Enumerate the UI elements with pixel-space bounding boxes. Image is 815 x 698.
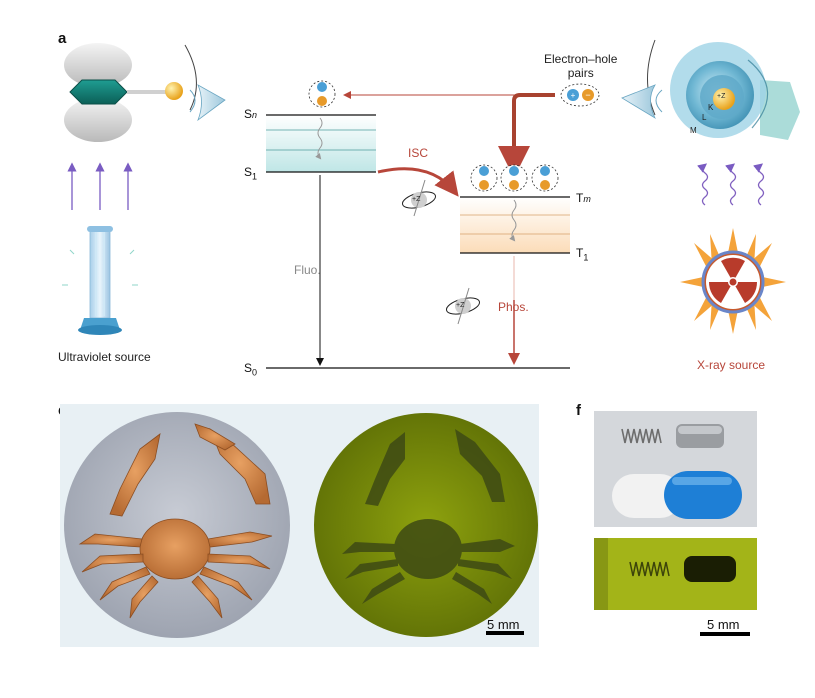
spin-orbit-icon-phos [445,287,481,325]
spin-orbit-icon-isc [401,179,437,217]
spin-pairs-tm [470,164,559,192]
electron-hole-pair-icon: + − [560,83,600,107]
phosphor-molecule-icon [64,43,183,142]
isc-arrow [377,167,459,197]
scale-label-e: 5 mm [487,617,520,632]
xray-source-label: X-ray source [697,358,766,372]
excitation-arrow-to-tm [498,93,555,178]
crab-xray-image [314,413,538,637]
radiation-hazard-icon [680,228,786,334]
level-label-tm: Tm [576,191,591,205]
electron-hole-label-line1: Electron–hole [544,52,618,66]
capsule-icon [612,471,742,519]
atom-shell-k-label: K [708,103,714,112]
spin-icon-phos-label: +Z [456,302,465,309]
atom-shell-icon [670,42,800,140]
fluorescence-label: Fluo. [294,263,321,277]
electron-hole-label: Electron–hole pairs [544,52,617,80]
uv-source-label: Ultraviolet source [58,350,151,364]
panel-f-photo-top [594,411,757,527]
uv-lamp-icon [62,226,138,335]
panel-label-f: f [576,402,581,419]
scale-label-f: 5 mm [707,617,740,632]
level-label-s0: S0 [244,361,258,378]
spring-icon [621,428,662,444]
level-label-t1: T1 [576,246,589,263]
atom-shell-l-label: L [702,113,707,122]
triplet-manifold [460,196,570,254]
svg-text:+: + [571,91,576,100]
energy-transfer-arrow-right [621,39,663,120]
xray-wave-arrows [697,163,765,206]
atom-nucleus-label: +Z [717,93,726,100]
panel-label-a: a [58,30,67,47]
jablonski-diagram: + − [62,39,800,369]
spin-pair-sn [308,80,336,108]
level-label-sn: Sn [244,107,258,121]
uv-arrows [67,162,133,210]
energy-transfer-arrow-left [184,44,226,122]
scale-bar-e [486,631,524,635]
phosphorescence-label: Phos. [498,300,529,314]
scale-bar-f [700,632,750,636]
panel-e-photo [60,404,539,647]
atom-shell-m-label: M [690,126,697,135]
panel-f-xray-image [594,538,757,610]
isc-label: ISC [408,146,429,160]
electron-hole-label-line2: pairs [567,66,594,80]
spin-icon-isc-label: +Z [412,196,421,203]
svg-text:−: − [585,90,590,100]
level-label-s1: S1 [244,165,258,182]
crab-photo [64,412,290,638]
singlet-manifold [266,114,376,173]
